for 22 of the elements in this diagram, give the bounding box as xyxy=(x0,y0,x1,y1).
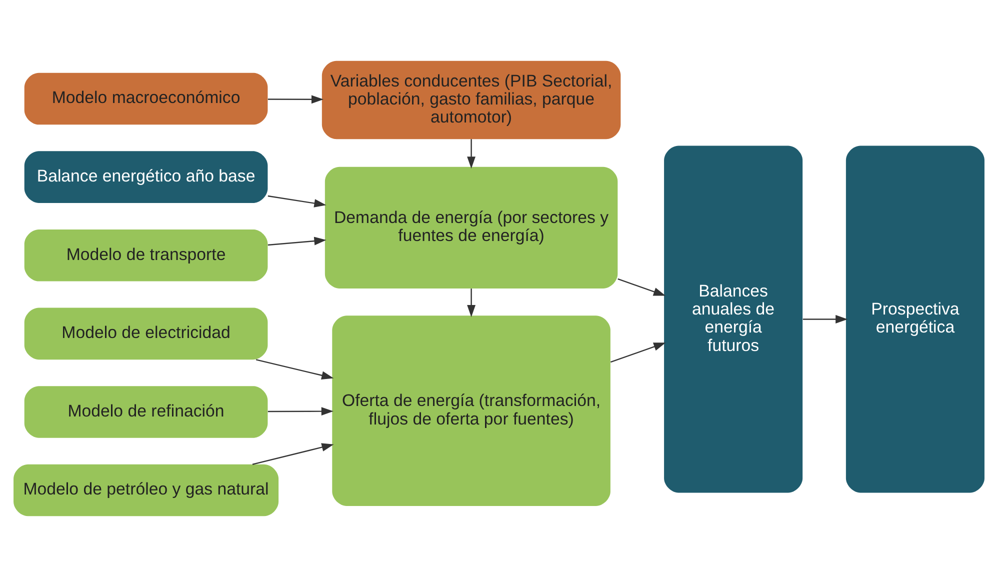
node-box: Variables conducentes (PIB Sectorial, población, gasto familias, parque automotor) xyxy=(322,60,621,140)
arrow xyxy=(256,359,334,380)
node-box: Modelo macroeconómico xyxy=(24,72,268,125)
node-box: Balance energético año base xyxy=(24,151,268,203)
node-box: Oferta de energía (transformación, flujos de oferta por fuentes) xyxy=(332,316,610,506)
node-box: Modelo de refinación xyxy=(24,386,268,438)
arrow xyxy=(467,139,476,169)
node-box: Prospectiva energética xyxy=(846,146,984,493)
arrow xyxy=(252,443,334,465)
node-box: Demanda de energía (por sectores y fuentes de energía) xyxy=(324,166,618,288)
node-box: Modelo de petróleo y gas natural xyxy=(14,464,279,516)
arrow xyxy=(802,315,848,324)
node-box: Balances anuales de energía futuros xyxy=(664,146,803,493)
arrow xyxy=(618,278,666,296)
arrow xyxy=(268,236,326,246)
arrow xyxy=(268,195,326,208)
arrow xyxy=(467,288,476,318)
arrow xyxy=(268,407,334,416)
node-box: Modelo de electricidad xyxy=(24,308,268,360)
arrow xyxy=(268,95,324,104)
node-box: Modelo de transporte xyxy=(24,229,268,282)
arrow xyxy=(610,342,666,363)
